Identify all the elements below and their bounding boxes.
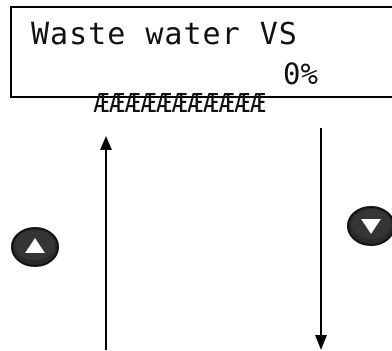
display-title: Waste water VS xyxy=(31,17,298,52)
lcd-display: Waste water VS ÆÆÆÆÆÆÆÆÆÆÆ 0% xyxy=(10,6,392,119)
triangle-down-icon xyxy=(347,206,392,246)
up-button[interactable] xyxy=(10,225,60,269)
down-button[interactable] xyxy=(346,204,392,248)
scroll-up-arrow-icon xyxy=(96,136,116,350)
level-percent: 0% xyxy=(283,57,318,91)
level-bar-line: ÆÆÆÆÆÆÆÆÆÆÆ 0% xyxy=(31,59,318,179)
level-bar-glyphs: ÆÆÆÆÆÆÆÆÆÆÆ xyxy=(93,89,266,119)
triangle-up-icon xyxy=(11,227,59,267)
scroll-down-arrow-icon xyxy=(311,128,331,350)
